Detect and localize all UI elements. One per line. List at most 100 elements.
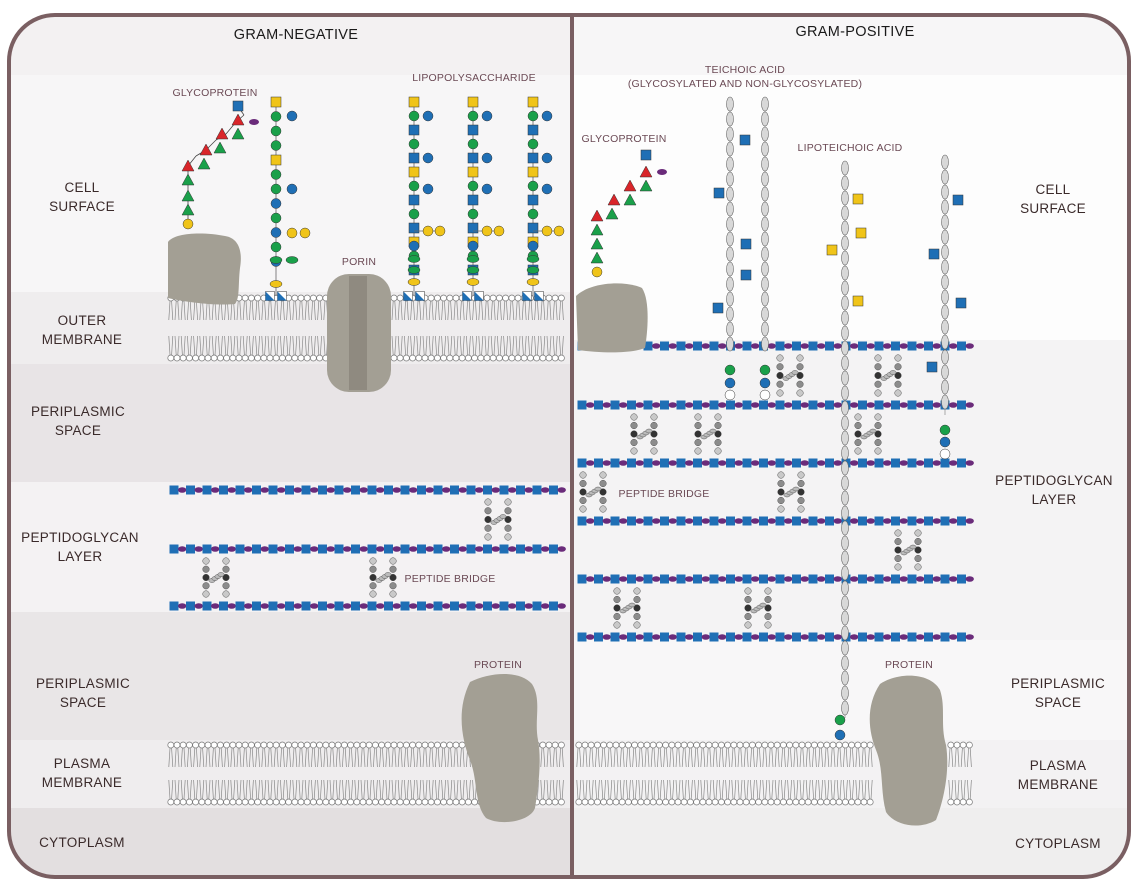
sugar-triangle [197,157,211,170]
glcnac-square [450,485,459,495]
glycerol-oval [761,111,769,127]
lipid-head [662,798,669,806]
glcnac-square [627,516,636,526]
lipid-head [186,354,193,362]
murnac-oval [244,487,253,493]
glcnac-square [874,400,884,410]
glcnac-square [676,516,686,526]
glycerol-oval [841,595,849,611]
murnac-oval [178,546,187,552]
lipid-head [316,294,323,302]
lipid-head [440,294,447,302]
sugar-circle [434,225,446,237]
lipid-head [279,798,286,806]
murnac-oval [932,460,941,466]
murnac-oval [916,343,925,349]
lipid-head [179,354,187,362]
lipid-head [167,798,175,806]
glcnac-square [775,574,785,584]
glcnac-square [351,485,360,495]
lipid-head [848,741,855,749]
glcnac-square [907,341,917,351]
glcnac-square [759,516,768,526]
glcnac-square [643,574,653,584]
lipid-head [229,741,237,749]
lipid-head [545,798,553,806]
murnac-oval [949,518,958,524]
glycerol-oval [941,244,949,260]
glcnac-square [450,601,459,611]
lipid-head [415,741,423,749]
lipid-head [167,354,175,362]
murnac-oval [800,460,809,466]
glcnac-square [450,544,459,554]
lipid-head [235,741,243,749]
murnac-oval [718,518,727,524]
lipid-head [953,798,961,806]
lipid-head [179,741,187,749]
glcnac-square [792,341,801,351]
sugar-circle [467,110,479,122]
lipid-head [587,798,595,806]
sugar-circle [541,152,553,164]
lipid-head [842,798,849,806]
glycerol-oval [726,156,734,172]
lipid-head [792,798,800,806]
glcnac-square [858,458,867,468]
sugar-square [527,222,539,234]
lipid-head [767,798,775,806]
lipid-head [310,354,317,362]
label-periplasmic-left-2: SPACE [55,423,101,438]
sugar-circle [834,714,846,726]
sugar-hexagon [526,266,540,274]
lipid-head [427,798,435,806]
glycerol-oval [726,111,734,127]
murnac-oval [751,518,760,524]
lipid-head [310,741,317,749]
peptide-bridge [874,354,902,397]
lipid-head [291,354,299,362]
glycerol-oval [726,201,734,217]
glcnac-square [660,574,669,584]
murnac-oval [734,518,743,524]
glcnac-square [318,544,327,554]
lipid-head [223,798,230,806]
lipid-head [390,741,398,749]
glcnac-square [742,458,752,468]
glycerol-oval [761,156,769,172]
murnac-oval [343,603,352,609]
sugar-circle [527,240,539,252]
glcnac-square [874,341,884,351]
murnac-oval [635,460,644,466]
glcnac-square [957,574,966,584]
glcnac-square [940,574,950,584]
label-plasma-membrane-right-1: PLASMA [1030,758,1087,773]
lipid-head [823,798,831,806]
lipid-head [631,741,638,749]
murnac-oval [850,460,859,466]
glcnac-square [351,601,360,611]
lipid-head [508,294,516,302]
murnac-oval [227,603,236,609]
glcnac-square [924,516,933,526]
murnac-oval [916,460,925,466]
murnac-oval [244,603,253,609]
glycoprotein-chain-left [181,96,311,301]
glycerol-oval [941,364,949,380]
lipid-head [396,741,404,749]
lipid-head [217,354,224,362]
murnac-oval [326,546,335,552]
murnac-oval [541,487,550,493]
glcnac-square [858,516,867,526]
glycerol-oval [941,259,949,275]
lipid-head [724,798,731,806]
lipid-head [643,741,651,749]
glcnac-square [186,544,195,554]
glcnac-square [202,544,212,554]
sugar-circle [286,110,298,122]
murnac-oval [293,546,302,552]
murnac-oval [932,343,941,349]
murnac-oval [586,634,595,640]
glcnac-square [907,574,917,584]
lipid-head [662,741,669,749]
